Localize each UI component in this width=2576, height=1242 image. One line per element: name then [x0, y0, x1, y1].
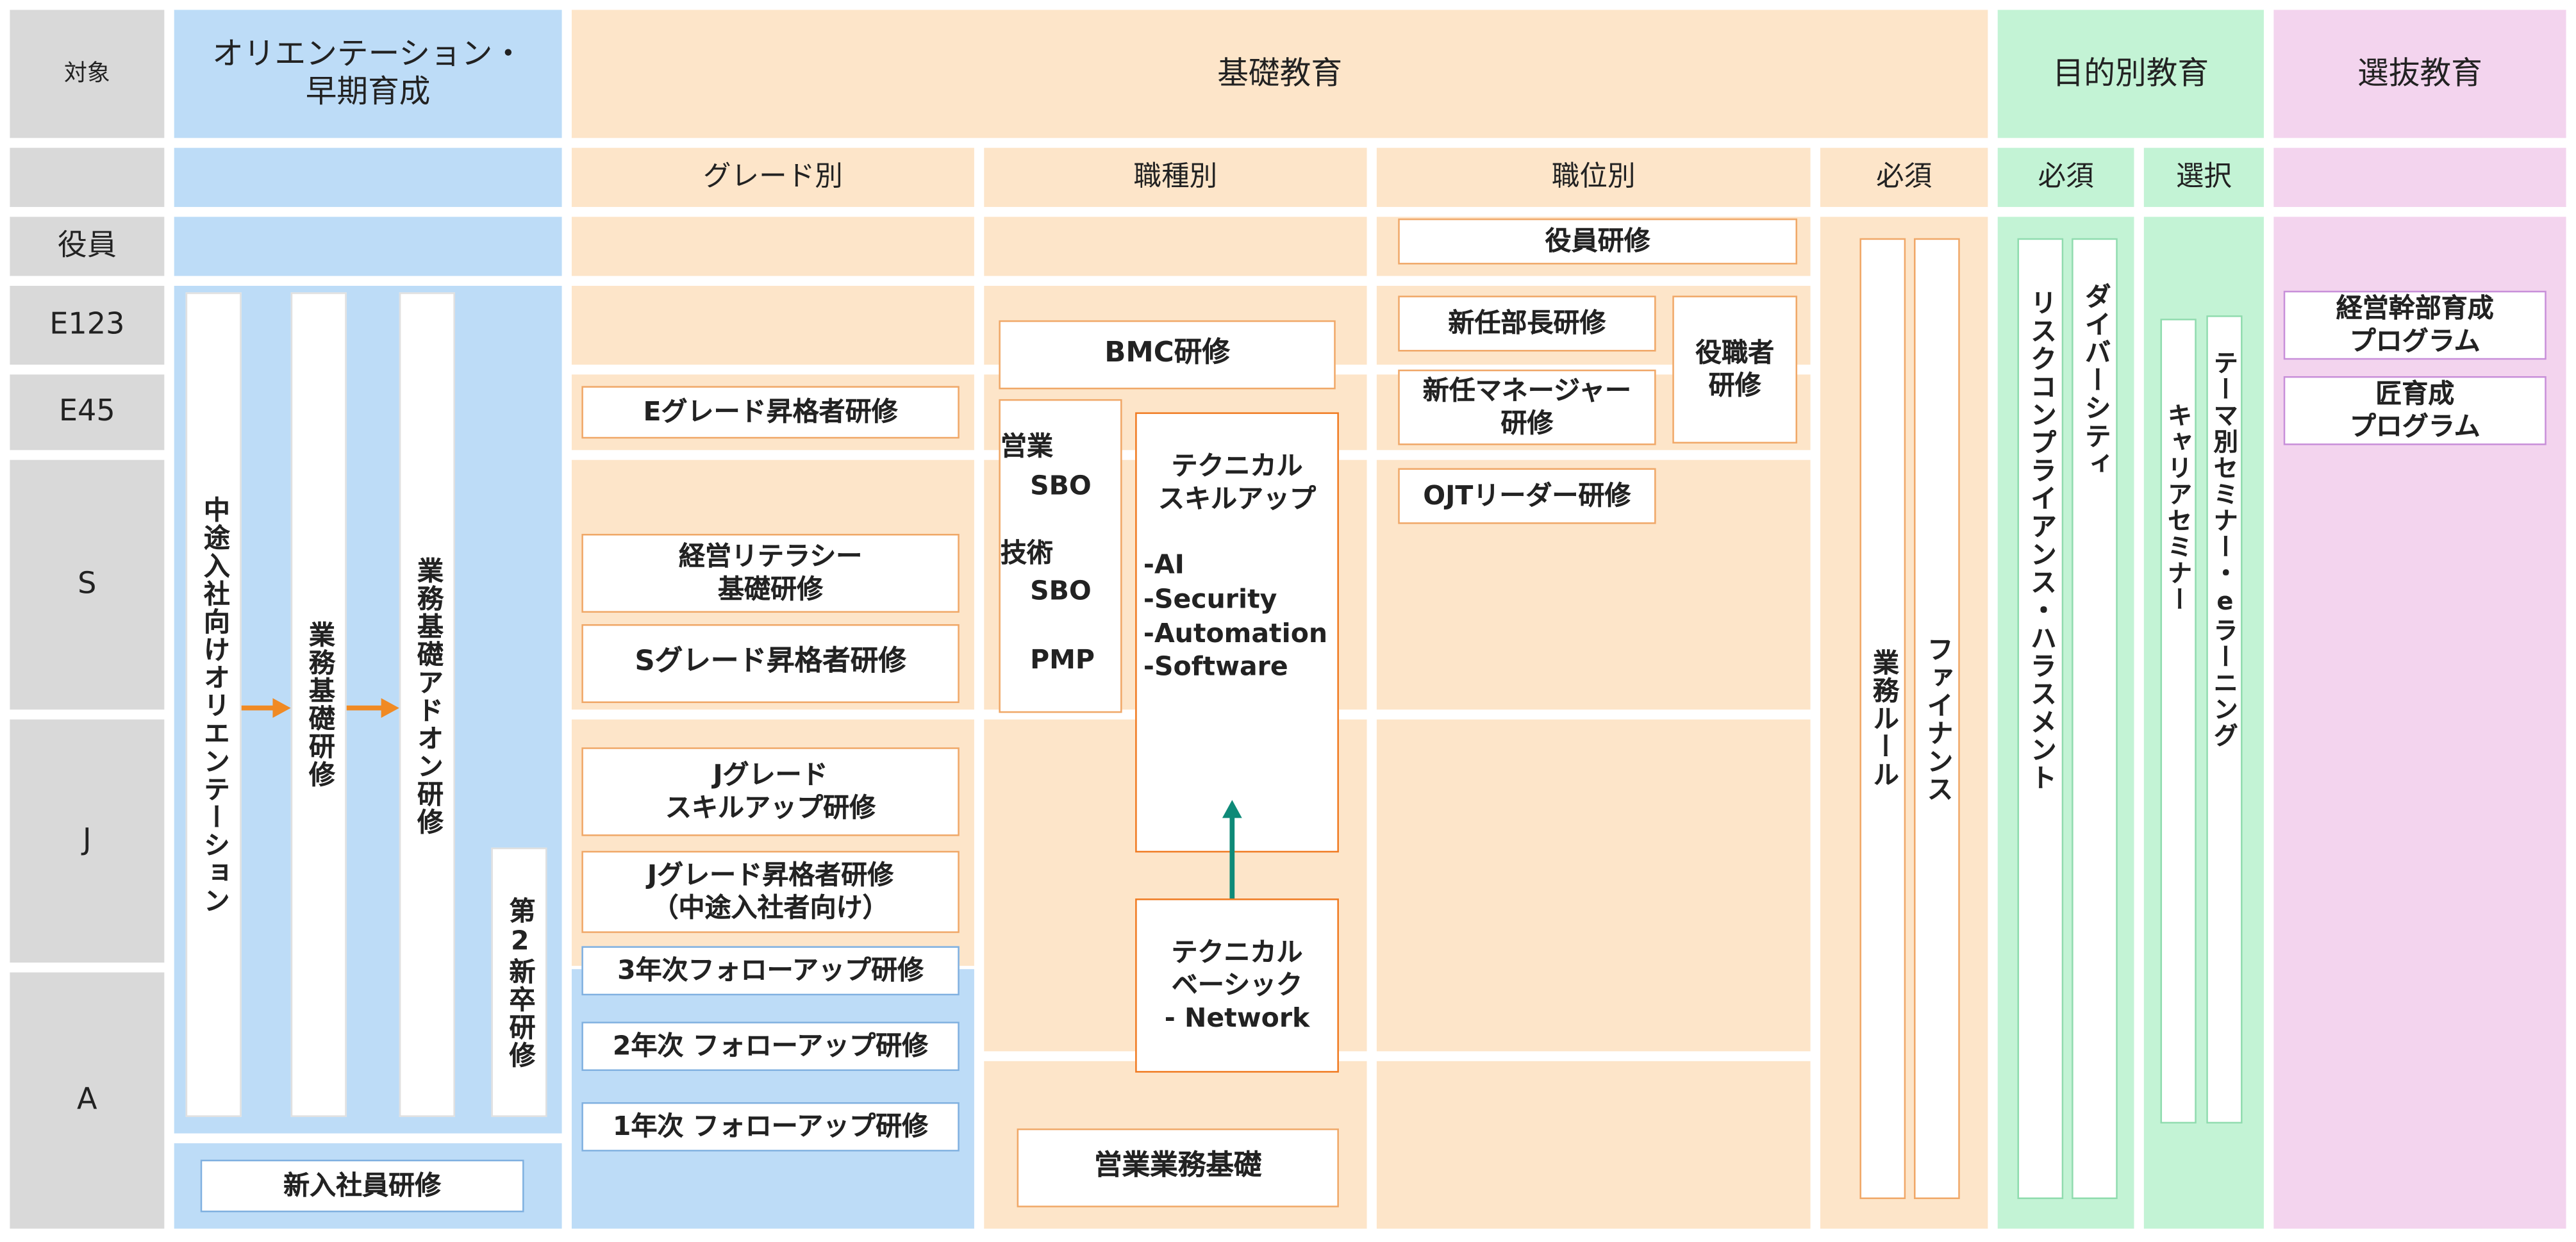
level-e45: E45 [10, 374, 165, 451]
grade-subheader: グレード別 [571, 147, 974, 207]
bmc-box: BMC研修 [999, 320, 1336, 390]
selection-education-header: 選抜教育 [2273, 10, 2566, 138]
level-s: S [10, 460, 165, 710]
target-subheader-blank [10, 147, 165, 207]
arrow-right-icon [346, 698, 399, 718]
technical-basic-box: テクニカル ベーシック - Network [1135, 898, 1339, 1073]
new-hire-box: 新入社員研修 [200, 1159, 524, 1213]
level-j: J [10, 719, 165, 963]
finance-box: ファイナンス [1914, 238, 1960, 1200]
mid-career-orientation-box: 中途入社向けオリエンテーション [185, 292, 242, 1117]
basic-education-header: 基礎教育 [571, 10, 1988, 138]
diversity-box: ダイバーシティ [2072, 238, 2118, 1200]
purpose-education-header: 目的別教育 [1997, 10, 2264, 138]
j-grade-promotion-box: Jグレード昇格者研修 （中途入社者向け） [581, 850, 960, 933]
position-bg-j [1376, 719, 1811, 1052]
craft-program-box: 匠育成 プログラム [2283, 376, 2547, 445]
level-a: A [10, 972, 165, 1229]
followup-1-box: 1年次 フォローアップ研修 [581, 1102, 960, 1152]
sales-label: 営業 [1000, 430, 1053, 462]
orientation-subheader-blank [174, 147, 562, 207]
position-subheader: 職位別 [1376, 147, 1811, 207]
second-grad-box: 第2新卒研修 [491, 847, 547, 1117]
followup-2-box: 2年次 フォローアップ研修 [581, 1022, 960, 1072]
tech-sbo-label: SBO [1030, 575, 1092, 606]
pmp-label: PMP [1030, 643, 1095, 675]
sales-basic-box: 営業業務基礎 [1017, 1128, 1339, 1207]
level-executive: 役員 [10, 217, 165, 276]
mgmt-literacy-box: 経営リテラシー 基礎研修 [581, 534, 960, 613]
executive-training-box: 役員研修 [1398, 218, 1798, 265]
new-dept-head-box: 新任部長研修 [1398, 295, 1656, 352]
theme-seminar-box: テーマ別セミナー・eラーニング [2206, 315, 2243, 1124]
job-bg-exec [984, 217, 1367, 276]
arrow-up-icon [1222, 800, 1242, 899]
career-seminar-box: キャリアセミナー [2160, 319, 2197, 1124]
grade-bg-a [571, 969, 974, 1229]
basic-required-subheader: 必須 [1820, 147, 1988, 207]
job-type-subheader: 職種別 [984, 147, 1367, 207]
business-basic-box: 業務基礎研修 [290, 292, 347, 1117]
selection-subheader-blank [2273, 147, 2566, 207]
grade-bg-e123 [571, 285, 974, 365]
business-rules-box: 業務ルール [1859, 238, 1906, 1200]
level-e123: E123 [10, 285, 165, 365]
arrow-right-icon [241, 698, 291, 718]
risk-compliance-box: リスクコンプライアンス・ハラスメント [2017, 238, 2064, 1200]
j-grade-skillup-box: Jグレード スキルアップ研修 [581, 747, 960, 836]
tech-label: 技術 [1000, 537, 1053, 568]
s-grade-promotion-box: Sグレード昇格者研修 [581, 624, 960, 704]
technical-skillup-box: テクニカル スキルアップ -AI -Security -Automation -… [1135, 412, 1339, 853]
sales-sbo-label: SBO [1030, 470, 1092, 501]
purpose-required-subheader: 必須 [1997, 147, 2134, 207]
ojt-leader-box: OJTリーダー研修 [1398, 468, 1656, 524]
target-header: 対象 [10, 10, 165, 138]
purpose-optional-subheader: 選択 [2143, 147, 2264, 207]
orientation-bg-exec [174, 217, 562, 276]
followup-3-box: 3年次フォローアップ研修 [581, 946, 960, 996]
officer-training-box: 役職者 研修 [1672, 295, 1798, 444]
exec-program-box: 経営幹部育成 プログラム [2283, 290, 2547, 360]
sbo-pmp-box: 営業 SBO 技術 SBO PMP [999, 399, 1122, 713]
e-grade-promotion-box: Eグレード昇格者研修 [581, 386, 960, 439]
business-addon-box: 業務基礎アドオン研修 [399, 292, 455, 1117]
technical-skillup-title: テクニカル スキルアップ [1158, 450, 1317, 515]
new-manager-box: 新任マネージャー 研修 [1398, 369, 1656, 445]
orientation-header: オリエンテーション・ 早期育成 [174, 10, 562, 138]
technical-skillup-items: -AI -Security -Automation -Software [1143, 549, 1328, 683]
position-bg-a [1376, 1061, 1811, 1229]
grade-bg-exec [571, 217, 974, 276]
selection-bg [2273, 217, 2566, 1229]
